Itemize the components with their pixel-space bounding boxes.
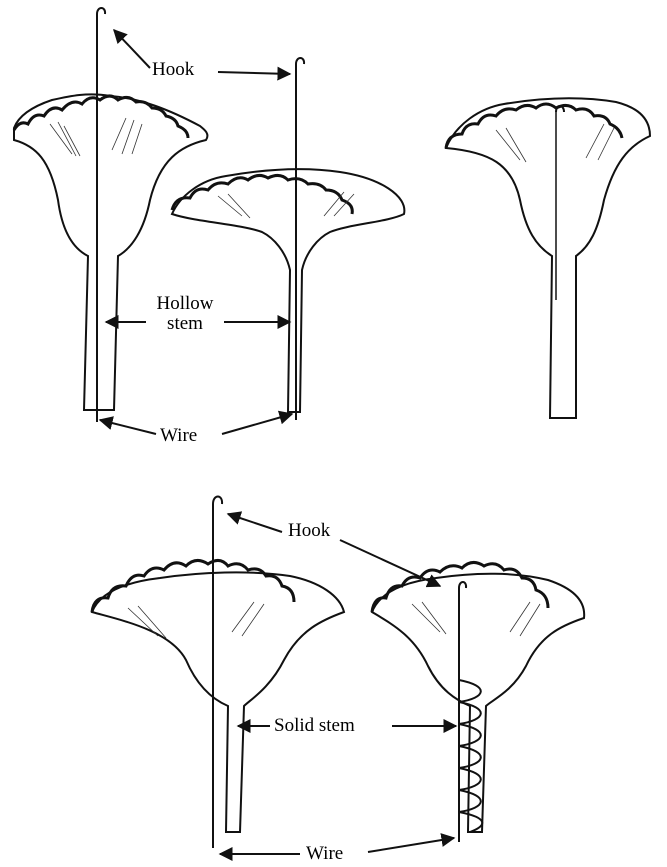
flower-top-left [14, 94, 207, 410]
label-solid-stem: Solid stem [274, 716, 355, 736]
label-hollow-stem: Hollow stem [146, 294, 224, 334]
wire-bottom-left [213, 497, 222, 849]
flower-bottom-right [372, 562, 584, 832]
wire-top-left [97, 8, 105, 422]
label-hollow-stem-line1: Hollow [157, 293, 214, 314]
label-hook-top: Hook [152, 60, 194, 80]
label-wire-bottom: Wire [306, 844, 343, 864]
wire-coil [459, 680, 482, 832]
label-hook-bottom: Hook [288, 521, 330, 541]
label-hollow-stem-line2: stem [167, 313, 203, 334]
flower-top-right [446, 98, 650, 418]
flower-bottom-left [92, 560, 344, 832]
label-wire-top: Wire [160, 426, 197, 446]
flower-top-middle [172, 169, 404, 412]
petal-shading-marks [128, 602, 264, 638]
annotation-arrows-bottom [220, 514, 456, 854]
petal-shading-marks [496, 124, 614, 162]
petal-shading-marks [218, 192, 354, 218]
petal-shading-marks [412, 602, 540, 636]
